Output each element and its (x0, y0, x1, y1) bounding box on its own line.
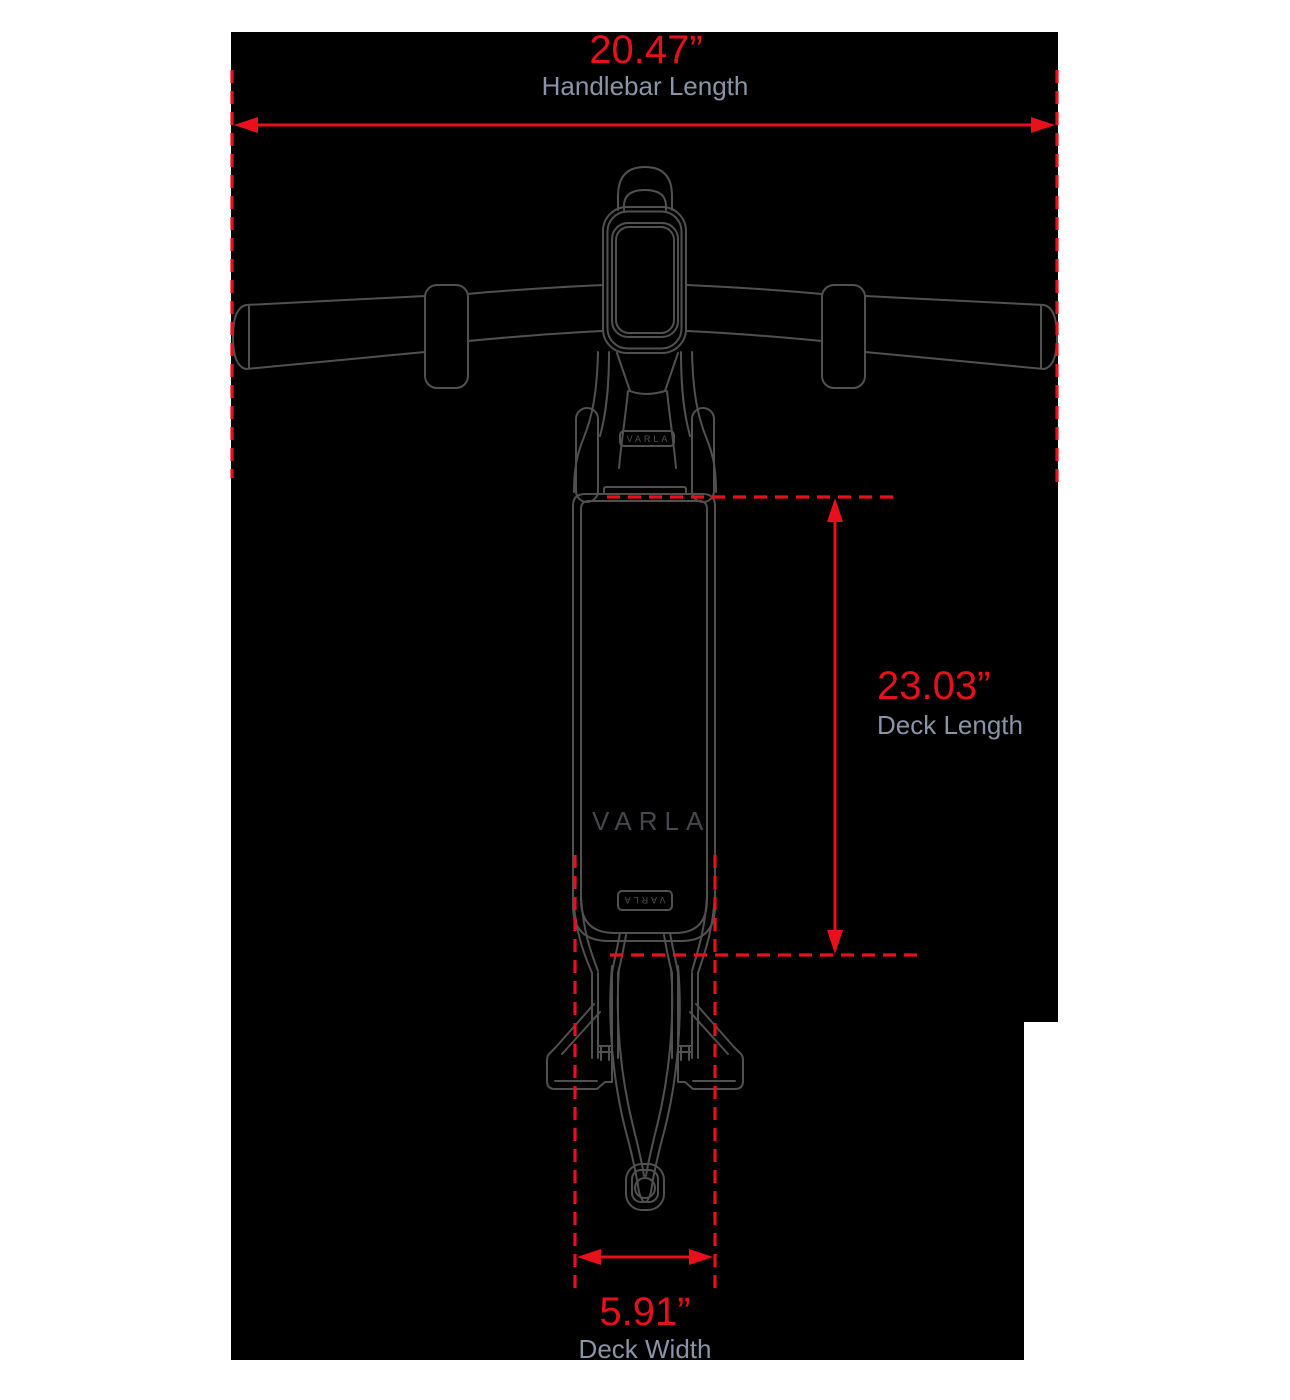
display-unit (602, 206, 687, 354)
dimension-handlebar-length-lines (230, 70, 1059, 488)
deck-varla-badge: VARLA (617, 890, 673, 911)
stem-varla-badge: VARLA (619, 430, 675, 447)
deck-outline (572, 493, 716, 942)
handlebar-length-value: 20.47” (589, 28, 703, 72)
deck-width-label: Deck Width (578, 1334, 712, 1364)
deck-width-value: 5.91” (599, 1290, 691, 1334)
diagram-canvas-upper (231, 32, 1058, 1022)
handlebar (232, 284, 1058, 389)
front-light (625, 1163, 665, 1211)
dimension-deck-width-lines (573, 855, 717, 1295)
deck-varla-logo: VARLA (592, 806, 711, 836)
stem (573, 351, 717, 503)
bell (617, 166, 673, 211)
deck-length-label: Deck Length (877, 710, 1023, 740)
dimension-deck-length-lines (607, 495, 925, 957)
diagram-canvas-lower (231, 1022, 1024, 1360)
deck-length-value: 23.03” (877, 664, 991, 708)
handlebar-length-label: Handlebar Length (541, 71, 749, 101)
front-fender (609, 965, 681, 1203)
